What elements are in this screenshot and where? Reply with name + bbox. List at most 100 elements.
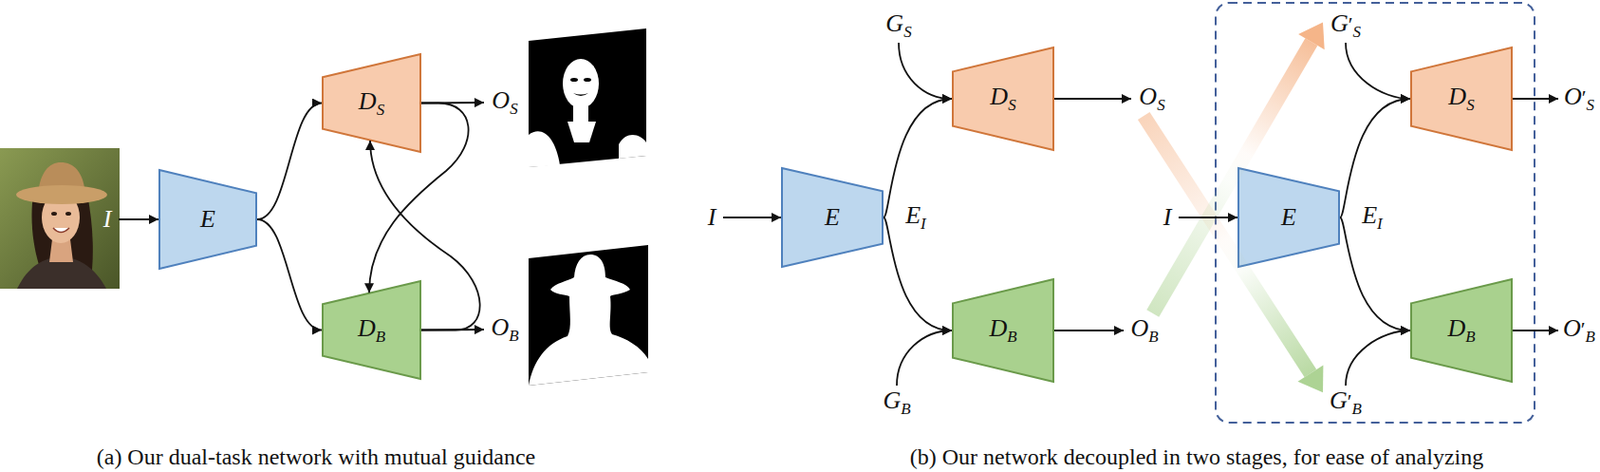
skin-mask [528, 28, 647, 168]
guidance-arrowhead [1298, 364, 1324, 392]
symbol-text: DS [358, 89, 385, 118]
symbol-text: I [1163, 204, 1173, 230]
math-symbol: I [95, 202, 119, 237]
math-symbol: OS [1131, 81, 1173, 116]
mask-arm [618, 134, 647, 159]
symbol-text: DB [988, 316, 1017, 345]
flow-arrow [723, 216, 782, 219]
decoder-block: DB [321, 279, 422, 380]
mask-arm [528, 130, 560, 168]
trapezoid-shape [322, 54, 421, 152]
input-photo [0, 148, 120, 289]
mask-eye [583, 77, 592, 82]
math-symbol: I [700, 200, 724, 235]
symbol-text: O′B [1562, 316, 1596, 345]
subscript: B [1585, 327, 1596, 346]
subscript: B [900, 399, 911, 418]
prime-mark: ′ [1348, 12, 1354, 37]
photo-background [0, 148, 120, 289]
mask-background [528, 244, 649, 386]
feature-label: EI [1361, 203, 1383, 232]
photo-eye [65, 211, 72, 216]
flow-arrow [257, 219, 322, 331]
math-symbol: I [1155, 200, 1179, 235]
subscript: S [1156, 95, 1166, 114]
flow-arrow [1345, 42, 1411, 99]
photo-smile [53, 227, 70, 233]
symbol-text: I [707, 204, 717, 230]
subscript: B [1465, 327, 1475, 346]
guidance-band [1153, 41, 1312, 314]
stage-two-frame [1215, 2, 1535, 423]
trapezoid-shape [952, 279, 1054, 382]
flow-arrow [421, 328, 484, 331]
symbol-text: O′S [1563, 84, 1595, 113]
symbol-text: G′B [1329, 388, 1362, 417]
trapezoid-shape [1411, 279, 1512, 382]
math-symbol: OS [483, 85, 526, 120]
decoder-block: DS [321, 53, 422, 153]
decoder-block: DS [951, 46, 1055, 151]
mask-face [562, 58, 599, 109]
symbol-text: DB [1447, 316, 1475, 345]
flow-arrow [1339, 217, 1411, 331]
symbol-text: DS [989, 84, 1016, 113]
decoder-block: DB [1410, 278, 1513, 383]
subscript: I [920, 214, 927, 233]
subscript: S [376, 100, 386, 119]
subscript: S [1353, 22, 1362, 41]
subscript: S [1586, 95, 1596, 114]
subscript: S [1007, 95, 1017, 114]
symbol-text: G′S [1330, 11, 1361, 40]
mask-neck [573, 104, 589, 124]
flow-arrow [1345, 330, 1411, 386]
mask-chest [567, 121, 596, 143]
math-symbol: O′S [1558, 81, 1600, 116]
symbol-text: GB [882, 388, 911, 417]
flow-arrow [421, 101, 484, 104]
symbol-text: OS [491, 88, 518, 117]
subscript: B [508, 326, 519, 345]
symbol-text: DB [357, 316, 386, 345]
mask-silhouette [528, 254, 649, 386]
symbol-text: E [200, 206, 216, 232]
symbol-text: OB [1130, 316, 1158, 345]
flow-arrow [1512, 329, 1559, 332]
flow-arrow [118, 218, 159, 221]
body-mask [528, 244, 649, 386]
photo-hat-brim [16, 185, 108, 205]
symbol-text: E [1281, 204, 1297, 230]
prime-mark: ′ [1581, 316, 1586, 341]
subscript: B [375, 327, 386, 346]
encoder-block: E [1237, 167, 1340, 268]
panel-caption: (b) Our network decoupled in two stages,… [910, 444, 1484, 470]
subscript: B [1148, 327, 1158, 346]
symbol-text: OB [490, 315, 519, 344]
trapezoid-shape [322, 280, 421, 379]
prime-mark: ′ [1347, 389, 1353, 413]
math-symbol: GB [875, 385, 918, 420]
encoder-block: E [781, 167, 884, 268]
trapezoid-shape [1411, 47, 1512, 150]
mask-mouth [573, 93, 589, 96]
flow-arrow [898, 42, 952, 99]
symbol-text: OS [1138, 84, 1165, 113]
mask-background [528, 28, 647, 168]
subscript: S [903, 22, 912, 41]
subscript: S [509, 99, 519, 118]
symbol-text: GS [885, 11, 912, 40]
flow-arrow [1512, 97, 1559, 100]
flow-arrow [883, 217, 952, 331]
trapezoid-shape [781, 167, 883, 267]
subscript: S [1466, 95, 1475, 114]
prime-mark: ′ [1581, 85, 1587, 110]
math-symbol: G′B [1322, 385, 1369, 420]
math-symbol: O′B [1558, 313, 1600, 348]
symbol-text: DS [1448, 84, 1474, 113]
flow-arrow [257, 103, 322, 221]
flow-arrow [1054, 329, 1124, 332]
flow-arrow [896, 330, 952, 386]
decoder-block: DS [1410, 46, 1513, 151]
math-symbol: GS [877, 8, 920, 43]
